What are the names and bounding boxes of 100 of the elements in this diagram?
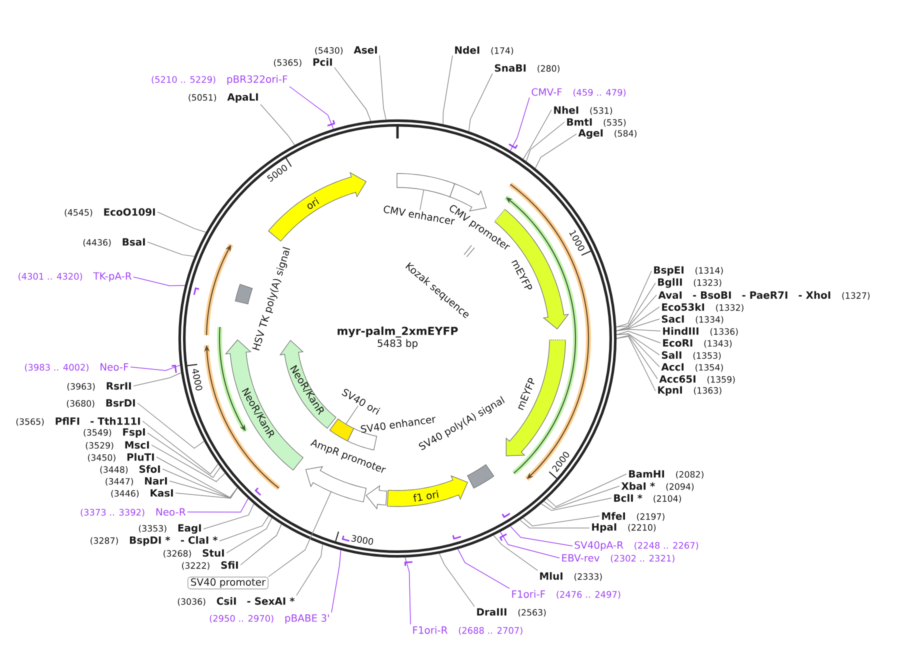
enzyme-site-label: BspEI xyxy=(654,266,684,276)
position-number: (5051) xyxy=(188,94,216,102)
leader-line xyxy=(442,55,453,125)
enzyme-site-label: BsaI xyxy=(122,238,145,246)
position-number: (3680) xyxy=(66,400,94,408)
position-number: (3287) xyxy=(90,537,118,545)
leader-line xyxy=(334,67,372,122)
position-number: (3353) xyxy=(138,524,166,533)
feature-box xyxy=(396,173,456,198)
position-number: (5365) xyxy=(274,59,302,67)
feature-label: SV40 enhancer xyxy=(360,416,436,433)
enzyme-site-label: EcoO109I xyxy=(104,208,155,216)
leader-line xyxy=(616,318,660,332)
position-number: (3222) xyxy=(182,562,210,570)
enzyme-site-label: HpaI xyxy=(592,523,616,533)
primer-label: F1ori-F xyxy=(512,590,545,598)
leader-line xyxy=(616,282,656,328)
leader-line xyxy=(520,520,590,528)
primer-label: EBV-rev xyxy=(562,554,600,562)
feature-label: mEYFP xyxy=(518,378,534,410)
position-number: (4301 .. 4320) xyxy=(18,272,82,281)
leader-line xyxy=(162,468,238,498)
leader-line xyxy=(156,456,238,498)
leader-line xyxy=(546,474,627,508)
position-number: (3036) xyxy=(178,598,206,606)
leader-line xyxy=(526,122,565,162)
position-number: (2248 .. 2267) xyxy=(634,542,698,550)
leader-line xyxy=(142,420,218,475)
enzyme-site-label: SacI xyxy=(662,315,684,323)
enzyme-site-label: NdeI xyxy=(455,46,480,54)
enzyme-site-label: SfoI xyxy=(139,465,160,473)
enzyme-site-label: BglII xyxy=(658,278,682,288)
enzyme-site-label: KpnI xyxy=(658,386,682,396)
position-number: (2302 .. 2321) xyxy=(610,554,674,563)
position-number: (1354) xyxy=(696,364,723,372)
leader-line xyxy=(500,532,560,558)
leader-line xyxy=(331,550,342,613)
leader-line xyxy=(616,336,656,392)
leader-line xyxy=(468,73,493,132)
position-number: (2210) xyxy=(628,524,656,532)
enzyme-site-label: SfiI xyxy=(221,561,238,569)
leader-line xyxy=(544,486,620,510)
position-number: (584) xyxy=(614,130,636,138)
position-number: (2333) xyxy=(574,573,602,581)
position-number: (2563) xyxy=(518,608,546,617)
scale-label: 3000 xyxy=(351,535,374,545)
leader-line xyxy=(296,544,323,596)
position-number: (2688 .. 2707) xyxy=(458,626,522,635)
primer-label: F1ori-R xyxy=(413,626,448,634)
leader-line xyxy=(616,328,661,332)
enzyme-site-label: KasI xyxy=(150,489,173,497)
leader-line xyxy=(616,270,652,328)
enzyme-site-label: NarI xyxy=(145,477,167,485)
leader-line xyxy=(346,405,359,424)
enzyme-site-label: MscI xyxy=(125,441,149,449)
enzyme-site-label: AccI xyxy=(661,363,684,371)
leader-line xyxy=(133,372,182,386)
enzyme-site-label: HindIII xyxy=(663,327,698,335)
leader-line xyxy=(130,364,180,371)
position-number: (2094) xyxy=(666,483,694,491)
enzyme-site-label: Acc65I xyxy=(659,375,696,383)
leader-line xyxy=(203,503,254,530)
enzyme-site-label: Eco53kI xyxy=(662,303,704,311)
enzyme-site-label: BsrDI xyxy=(106,399,135,407)
position-number: (2104) xyxy=(654,495,681,503)
leader-line xyxy=(522,516,600,526)
primer-label: pBR322ori-F xyxy=(227,75,288,85)
leader-line xyxy=(289,86,334,130)
position-number: (1359) xyxy=(707,376,735,384)
primer-label: TK-pA-R xyxy=(93,272,132,282)
primer-label: pBABE 3' xyxy=(285,614,329,624)
position-number: (1323) xyxy=(694,279,722,287)
enzyme-site-label: MfeI xyxy=(602,512,625,520)
leader-line xyxy=(616,294,657,332)
position-number: (1334) xyxy=(696,316,724,324)
enzyme-site-label: MluI xyxy=(540,572,562,580)
leader-line xyxy=(458,548,510,589)
position-number: (2950 .. 2970) xyxy=(210,614,274,623)
enzyme-site-label: PciI xyxy=(313,58,332,66)
enzyme-site-label: SnaBI xyxy=(494,64,526,72)
leader-line xyxy=(226,518,272,554)
position-number: (1353) xyxy=(693,352,721,360)
position-number: (3446) xyxy=(111,490,139,498)
leader-line xyxy=(187,498,248,513)
enzyme-site-label: FspI xyxy=(123,428,145,438)
leader-line xyxy=(147,432,221,478)
leader-line xyxy=(133,276,186,286)
leader-line xyxy=(219,515,270,542)
position-number: (280) xyxy=(538,65,560,73)
primer-label: CMV-F xyxy=(532,88,562,96)
position-number: (5210 .. 5229) xyxy=(152,76,216,84)
boxed-label: SV40 promoter xyxy=(188,576,268,590)
node-label: AvaI xyxy=(658,291,682,299)
enzyme-site-label: AvaI - BsoBI - PaeR7I - XhoI xyxy=(658,291,830,299)
leader-line xyxy=(169,480,238,498)
enzyme-site-label: SalI xyxy=(662,351,682,359)
enzyme-site-label: DraIII xyxy=(477,608,506,616)
position-number: (3373 .. 3392) xyxy=(80,508,144,517)
leader-line xyxy=(616,334,660,368)
leader-line xyxy=(522,110,552,160)
